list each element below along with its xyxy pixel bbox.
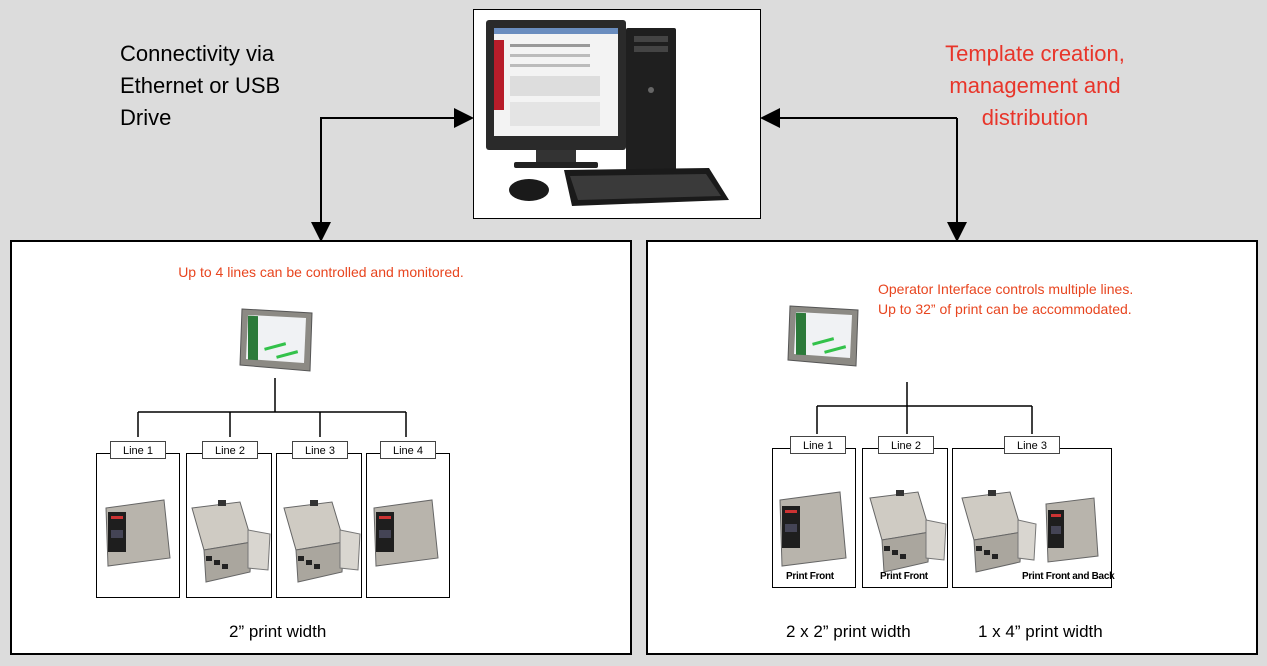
- right-panel-header-line1: Operator Interface controls multiple lin…: [878, 281, 1134, 297]
- printer-side-icon: [283, 500, 361, 583]
- printer-front-icon: [105, 499, 171, 567]
- connectivity-text: Connectivity via Ethernet or USB Drive: [120, 41, 281, 130]
- printer-side-icon: [961, 490, 1037, 573]
- printer-side-icon: [869, 490, 947, 573]
- right-caption-right: 1 x 4” print width: [978, 622, 1103, 641]
- left-caption: 2” print width: [229, 622, 327, 641]
- desktop-computer-icon: [486, 20, 729, 206]
- printer-side-icon: [191, 500, 271, 583]
- left-line-1-label: Line 1: [110, 441, 166, 459]
- printer-front-icon: [1045, 497, 1099, 563]
- left-panel-header: Up to 4 lines can be controlled and moni…: [178, 264, 464, 280]
- right-caption-left: 2 x 2” print width: [786, 622, 911, 641]
- right-line-3-label: Line 3: [1004, 436, 1060, 454]
- operator-interface-left: [236, 305, 318, 375]
- computer-image: [473, 9, 761, 219]
- template-creation-text: Template creation, management and distri…: [945, 41, 1125, 130]
- print-label-1: Print Front: [786, 571, 834, 582]
- print-label-3: Print Front and Back: [1022, 571, 1115, 582]
- left-line-3-label: Line 3: [292, 441, 348, 459]
- printer-front-icon: [779, 491, 847, 567]
- left-line-4-label: Line 4: [380, 441, 436, 459]
- print-label-2: Print Front: [880, 571, 928, 582]
- operator-tablet-icon: [239, 308, 313, 372]
- printer-front-icon: [373, 499, 439, 567]
- left-line-2-label: Line 2: [202, 441, 258, 459]
- right-line-2-label: Line 2: [878, 436, 934, 454]
- right-panel-header-line2: Up to 32” of print can be accommodated.: [878, 301, 1132, 317]
- right-line-1-label: Line 1: [790, 436, 846, 454]
- operator-tablet-icon: [787, 305, 859, 367]
- operator-interface-right: [784, 302, 864, 370]
